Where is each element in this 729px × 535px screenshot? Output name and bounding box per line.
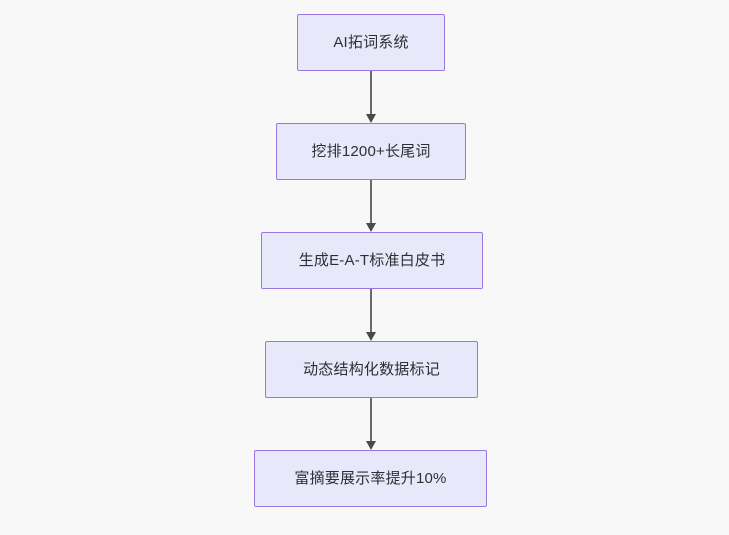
connector-line xyxy=(370,398,372,442)
connector-line xyxy=(370,71,372,115)
flow-node-structured-data-markup[interactable]: 动态结构化数据标记 xyxy=(265,341,478,398)
flow-node-longtail-keywords[interactable]: 挖排1200+长尾词 xyxy=(276,123,466,180)
connector-line xyxy=(370,180,372,224)
arrowhead-icon xyxy=(366,223,376,232)
arrowhead-icon xyxy=(366,332,376,341)
connector-node4-node5 xyxy=(359,398,383,450)
flow-node-rich-snippet-growth[interactable]: 富摘要展示率提升10% xyxy=(254,450,487,507)
flow-node-eat-whitepaper[interactable]: 生成E-A-T标准白皮书 xyxy=(261,232,483,289)
connector-node2-node3 xyxy=(359,180,383,232)
connector-node1-node2 xyxy=(359,71,383,123)
arrowhead-icon xyxy=(366,441,376,450)
arrowhead-icon xyxy=(366,114,376,123)
connector-node3-node4 xyxy=(359,289,383,341)
flow-node-ai-keyword-system[interactable]: AI拓词系统 xyxy=(297,14,445,71)
connector-line xyxy=(370,289,372,333)
